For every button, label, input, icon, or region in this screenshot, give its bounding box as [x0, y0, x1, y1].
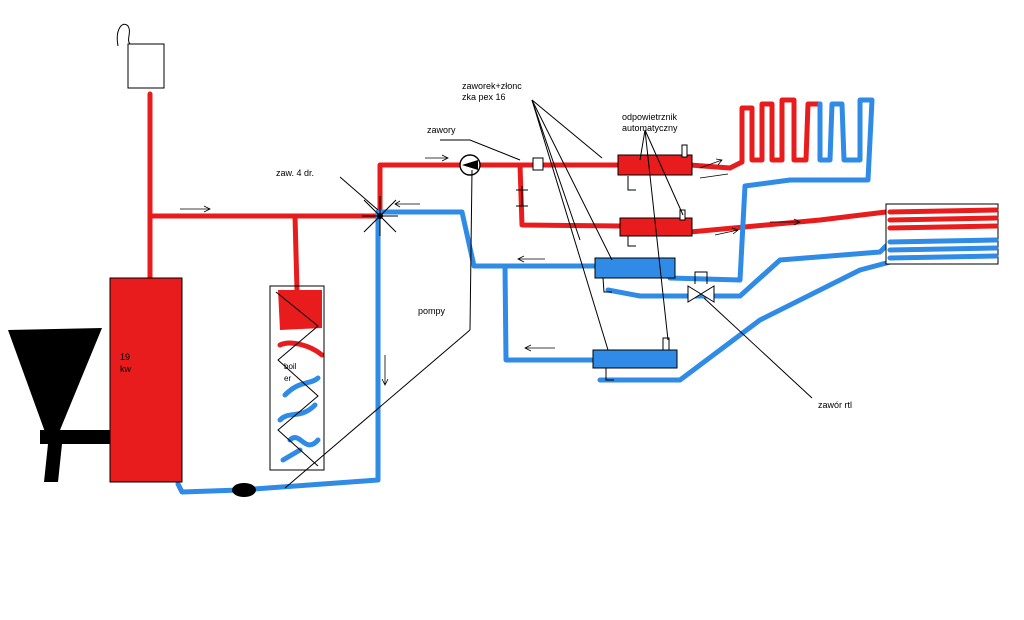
pumps-label: pompy: [418, 306, 446, 316]
four-way-valve-label: zaw. 4 dr.: [276, 168, 314, 178]
boiler-tank-label-1: boil: [284, 362, 297, 371]
four-way-valve: [362, 196, 398, 236]
radiator-1-hot: [617, 144, 693, 191]
air-vent-label-2: automatyczny: [622, 123, 678, 133]
pex-valve-label-2: zka pex 16: [462, 92, 506, 102]
pex-valve-2: [516, 186, 528, 207]
flow-arrows: [180, 154, 801, 386]
fuel-hopper: [8, 328, 110, 482]
leader-lines: [284, 99, 813, 489]
boiler-tank-hot-coil: [277, 290, 325, 358]
heat-exchanger: [885, 203, 999, 265]
pex-valve-1: [532, 157, 544, 171]
return-valve-label: zawór rtl: [818, 400, 852, 410]
expansion-tank: [116, 23, 165, 89]
main-boiler: 19 kw: [109, 277, 183, 483]
boiler-power-label: 19: [120, 352, 130, 362]
valves-label: zawory: [427, 125, 456, 135]
boiler-tank-label-2: er: [284, 374, 291, 383]
supply-pump: [459, 154, 481, 176]
cold-pipes: [175, 97, 893, 495]
boiler-tank: boil er: [269, 285, 325, 471]
radiator-4-cold: [592, 337, 678, 381]
boiler-unit-label: kw: [120, 364, 132, 374]
pex-valve-label-1: zaworek+złonc: [462, 81, 522, 91]
air-vent-label-1: odpowietrznik: [622, 112, 678, 122]
return-pump: [232, 483, 256, 497]
radiator-3-cold: [594, 257, 676, 293]
return-valve: [687, 271, 715, 303]
